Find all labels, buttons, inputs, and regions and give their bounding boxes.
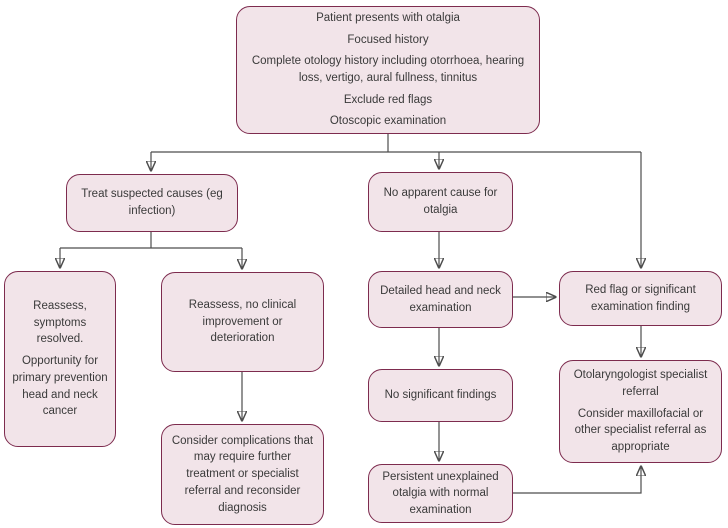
node-text: Treat suspected causes (eg infection) — [81, 188, 223, 217]
node-text: Detailed head and neck examination — [380, 284, 501, 314]
node-consider-complications: Consider complications that may require … — [161, 424, 324, 525]
node-text: Opportunity for primary prevention head … — [12, 355, 108, 418]
node-red-flag-finding: Red flag or significant examination find… — [559, 271, 722, 326]
node-text: Consider maxillofacial or other speciali… — [574, 407, 707, 454]
node-presentation-line: Exclude red flags — [343, 93, 433, 106]
node-treat-suspected-causes: Treat suspected causes (eg infection) — [66, 174, 238, 232]
node-reassess-resolved: Reassess, symptoms resolved. Opportunity… — [4, 271, 116, 447]
node-presentation: Patient presents with otalgia Focused hi… — [236, 6, 540, 134]
node-head-neck-examination: Detailed head and neck examination — [368, 271, 513, 328]
node-text: Reassess, symptoms resolved. — [33, 300, 87, 346]
node-presentation-line: Focused history — [347, 33, 429, 46]
connector-arrow-persistent-to-specialist — [513, 466, 641, 494]
node-text: No apparent cause for otalgia — [383, 187, 498, 216]
node-text: Otolaryngologist specialist referral — [573, 369, 708, 398]
node-presentation-line: Otoscopic examination — [329, 115, 447, 128]
node-specialist-referral: Otolaryngologist specialist referral Con… — [559, 360, 722, 463]
node-text: No significant findings — [384, 389, 497, 402]
node-no-significant-findings: No significant findings — [368, 369, 513, 422]
node-presentation-line: Complete otology history including otorr… — [251, 55, 525, 84]
node-no-apparent-cause: No apparent cause for otalgia — [368, 172, 513, 232]
node-text: Consider complications that may require … — [171, 434, 314, 514]
node-persistent-otalgia: Persistent unexplained otalgia with norm… — [368, 464, 513, 523]
node-text: Persistent unexplained otalgia with norm… — [382, 470, 499, 516]
node-text: Red flag or significant examination find… — [585, 283, 696, 313]
node-text: Reassess, no clinical improvement or det… — [188, 298, 297, 345]
node-presentation-line: Patient presents with otalgia — [316, 11, 460, 24]
node-reassess-no-improvement: Reassess, no clinical improvement or det… — [161, 272, 324, 372]
